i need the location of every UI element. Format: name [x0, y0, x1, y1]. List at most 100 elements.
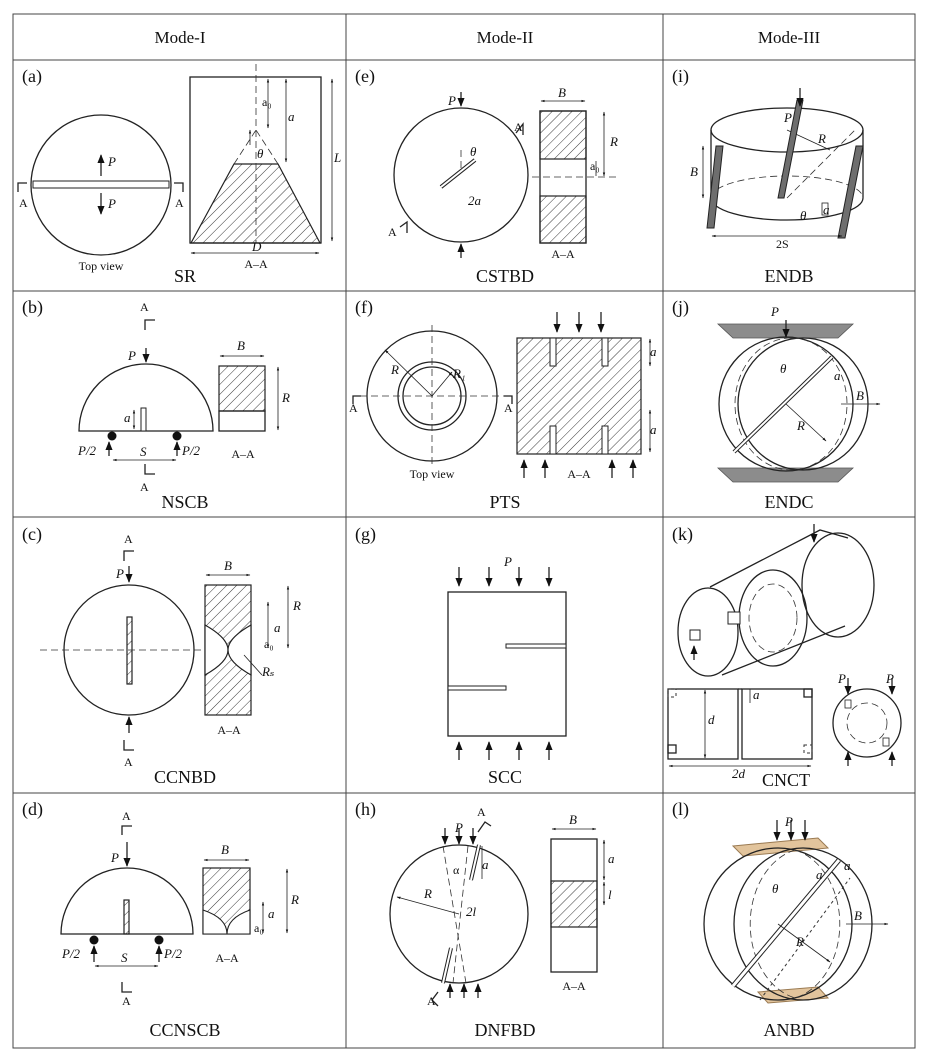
disc-circle: [393, 107, 529, 243]
a-label: a: [844, 858, 851, 873]
section-aa-label: A–A: [244, 257, 268, 271]
load-label: P: [107, 154, 116, 169]
radius-label: R: [423, 886, 432, 901]
section-label: A: [124, 755, 133, 769]
top-loading-pad: [731, 837, 830, 857]
cell-dnfbd: (h) DNFBD P A A α R a 2l B a l A–A: [355, 799, 615, 1040]
section-aa-label: A–A: [551, 247, 575, 261]
alpha-label: α: [453, 863, 460, 877]
cell-ccnbd: (c) CCNBD P A A B R a a₀ Rₛ A–A: [22, 524, 301, 787]
cell-id: (e): [355, 66, 375, 87]
section-aa-label: A–A: [562, 979, 586, 993]
semicircle: [78, 363, 214, 432]
section-label: A: [477, 805, 486, 819]
thickness-label: B: [569, 812, 577, 827]
a-label: a: [608, 851, 615, 866]
radius-label: R: [609, 134, 618, 149]
thickness-label: B: [558, 85, 566, 100]
radius-label: R: [290, 892, 299, 907]
specimen-name: CCNSCB: [149, 1020, 220, 1040]
specimen-name: ENDB: [765, 266, 814, 286]
span-label: S: [121, 950, 128, 965]
load-label: P: [127, 348, 136, 363]
span-label: S: [140, 444, 147, 459]
load-label: P: [885, 671, 894, 686]
header-mode-2: Mode-II: [477, 28, 534, 47]
load-label: P: [107, 196, 116, 211]
l-label: l: [608, 887, 612, 902]
section-aa-label: A–A: [231, 447, 255, 461]
section-label: A: [388, 225, 397, 239]
section-label: A: [140, 300, 149, 314]
cell-sr: (a) SR P P A A Top view θ a₀ a L D A–A: [17, 64, 341, 286]
section-aa-label: A–A: [567, 467, 591, 481]
cell-id: (h): [355, 799, 376, 820]
cell-endb: (i) ENDB R P θ a B 2S: [672, 66, 864, 286]
support-bar: [706, 145, 724, 229]
section-label: A: [122, 809, 131, 823]
cell-ccnscb: (d) CCNSCB P A A P/2 P/2 S B R a a₀ A–A: [22, 799, 299, 1040]
load-label: P: [454, 820, 463, 835]
thickness-label: B: [221, 842, 229, 857]
cell-id: (f): [355, 297, 373, 318]
cell-scc: (g) SCC P: [355, 524, 567, 787]
top-view-circle: [30, 114, 172, 256]
thickness-label: B: [856, 388, 864, 403]
cell-cstbd: (e) CSTBD P θ 2a A A B R a₀ A–A: [355, 66, 618, 286]
section-label: A: [124, 532, 133, 546]
section-label: A: [175, 196, 184, 210]
cell-id: (i): [672, 66, 689, 87]
cell-id: (g): [355, 524, 376, 545]
a-label: a: [288, 109, 295, 124]
specimen-name: SR: [174, 266, 196, 286]
cell-anbd: (l) ANBD P θ a a R B: [672, 799, 889, 1040]
a0-label: a₀: [262, 95, 272, 109]
specimen-name: DNFBD: [474, 1020, 535, 1040]
cell-endc: (j) ENDC P θ a R B: [672, 297, 881, 512]
radius-label: R: [390, 362, 399, 377]
a0-label: a₀: [254, 921, 264, 935]
specimen-name: CSTBD: [476, 266, 534, 286]
specimen-name: ENDC: [765, 492, 814, 512]
cell-id: (c): [22, 524, 42, 545]
a-label: a: [124, 410, 131, 425]
angle-label: θ: [772, 881, 779, 896]
thickness-label: B: [690, 164, 698, 179]
specimen-name: NSCB: [161, 492, 208, 512]
length-label: L: [333, 150, 341, 165]
radius-label: R: [281, 390, 290, 405]
crack-label: 2a: [468, 193, 482, 208]
load-label: P: [784, 814, 793, 829]
a0-label: a₀: [264, 637, 274, 651]
cell-id: (j): [672, 297, 689, 318]
two-d-label: 2d: [732, 766, 746, 781]
top-view-label: Top view: [410, 467, 455, 481]
angle-label: θ: [780, 361, 787, 376]
thickness-label: B: [854, 908, 862, 923]
cell-cnct: (k) CNCT d a 2d P P: [667, 524, 902, 790]
specimen-name: SCC: [488, 767, 522, 787]
span-label: 2S: [776, 237, 789, 251]
a-label: a: [650, 422, 657, 437]
cell-id: (d): [22, 799, 43, 820]
cell-id: (b): [22, 297, 43, 318]
cell-id: (a): [22, 66, 42, 87]
section-label: A: [19, 196, 28, 210]
r1-label: R₁: [452, 366, 465, 381]
a-label: a: [816, 867, 823, 882]
hatched-section: [189, 163, 321, 244]
header-mode-3: Mode-III: [758, 28, 821, 47]
diameter-label: D: [251, 239, 262, 254]
a-label: a: [274, 620, 281, 635]
top-view-label: Top view: [79, 259, 124, 273]
bottom-plate: [716, 467, 855, 483]
a0-label: a₀: [590, 159, 600, 173]
section-label: A: [514, 120, 523, 134]
angle-label: θ: [257, 146, 264, 161]
table-grid: [12, 13, 916, 1049]
a-label: a: [753, 687, 760, 702]
load-label: P: [503, 554, 512, 569]
load-label: P: [837, 671, 846, 686]
thickness-label: B: [224, 558, 232, 573]
load-label: P: [783, 110, 792, 125]
